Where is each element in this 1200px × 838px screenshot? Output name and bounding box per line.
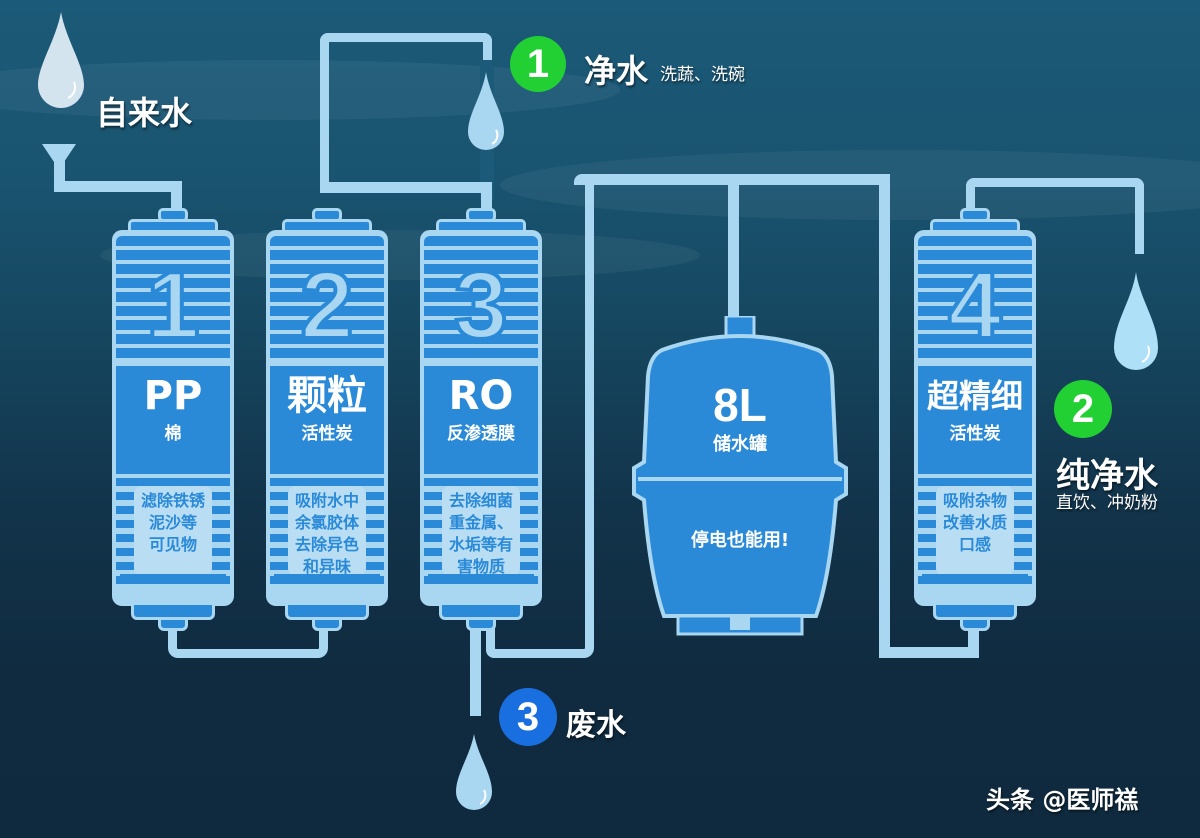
output-3-label: 废水	[566, 708, 626, 743]
tank-to-filter4-pipe	[879, 647, 979, 658]
filter-title: PP	[143, 373, 203, 419]
watermark: 头条 @医师禚	[986, 786, 1139, 814]
filter-description: 吸附杂物改善水质口感	[936, 486, 1014, 576]
clean-water-pipe	[481, 182, 492, 212]
filter-subtitle: 活性炭	[301, 424, 353, 444]
filter-description: 去除细菌重金属、水垢等有害物质	[442, 486, 520, 576]
output-3-badge: 3	[499, 688, 557, 746]
filter-cap	[960, 617, 990, 631]
tank-capacity: 8L	[713, 379, 767, 431]
filter-number: 1	[144, 252, 201, 359]
filter-subtitle: 活性炭	[949, 424, 1001, 444]
water-drop-icon	[38, 12, 84, 108]
tank-top-pipe	[574, 174, 890, 185]
output-2-label: 纯净水	[1056, 456, 1158, 496]
output-1-usage: 洗蔬、洗碗	[660, 65, 745, 85]
inlet-pipe	[54, 160, 65, 192]
tank-to-filter4-pipe	[879, 174, 890, 658]
filter-title: 超精细	[926, 377, 1023, 415]
waste-water-pipe	[470, 620, 481, 716]
filter-subtitle: 棉	[164, 424, 182, 444]
filter-cap	[312, 617, 342, 631]
filter-subtitle: 反渗透膜	[447, 424, 515, 444]
filter-title: RO	[448, 373, 514, 419]
tank-feed-pipe	[728, 180, 739, 320]
output-2-badge: 2	[1054, 380, 1112, 438]
filter-number: 4	[946, 252, 1003, 359]
inlet-pipe	[171, 181, 182, 211]
filter-title: 颗粒	[287, 373, 367, 419]
tank-note: 停电也能用!	[690, 530, 790, 551]
tank-to-filter4-pipe	[968, 620, 979, 658]
output-1-label: 净水	[584, 52, 649, 90]
output-2-usage: 直饮、冲奶粉	[1056, 493, 1158, 513]
clean-water-pipe	[320, 182, 492, 193]
ro-to-tank-pipe	[486, 620, 495, 658]
filter-number: 3	[452, 252, 509, 359]
filter-description: 吸附水中余氯胶体去除异色和异味	[288, 486, 366, 576]
output-1-badge: 1	[510, 36, 566, 92]
filter-cap	[466, 617, 496, 631]
filter-number: 2	[298, 252, 355, 359]
source-label: 自来水	[96, 94, 193, 132]
inlet-pipe	[54, 181, 182, 192]
water-drop-icon	[456, 734, 492, 810]
ro-to-tank-pipe	[486, 174, 594, 658]
tank-name: 储水罐	[713, 434, 767, 455]
water-drop-icon	[1114, 272, 1158, 370]
connector-pipe	[168, 624, 328, 658]
filter-cap	[158, 617, 188, 631]
water-drop-icon	[468, 72, 504, 150]
inlet-funnel-icon	[42, 144, 76, 162]
filter-description: 滤除铁锈泥沙等可见物	[134, 486, 212, 576]
